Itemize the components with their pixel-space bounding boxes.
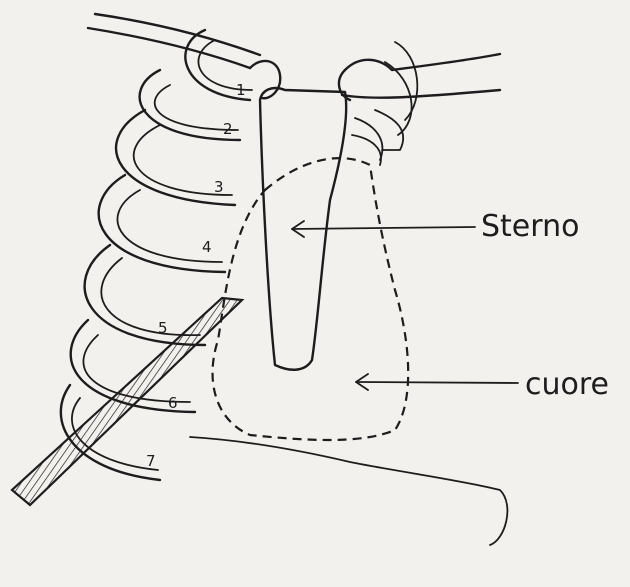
sterno-label: Sterno — [481, 209, 579, 244]
rib-number-6: 6 — [168, 394, 178, 412]
rib-number-2: 2 — [223, 120, 233, 138]
left-clavicle — [88, 14, 280, 98]
rib-number-5: 5 — [158, 319, 168, 337]
rib-number-4: 4 — [202, 238, 212, 256]
costal-margin — [190, 437, 507, 545]
rib-number-3: 3 — [214, 178, 224, 196]
cuore-label: cuore — [525, 367, 609, 402]
left-ribs — [61, 30, 252, 480]
rib-number-1: 1 — [236, 81, 246, 99]
right-clavicle — [339, 54, 500, 100]
rib-number-7: 7 — [146, 452, 156, 470]
sterno-arrow — [292, 221, 475, 237]
cuore-arrow — [356, 374, 518, 390]
